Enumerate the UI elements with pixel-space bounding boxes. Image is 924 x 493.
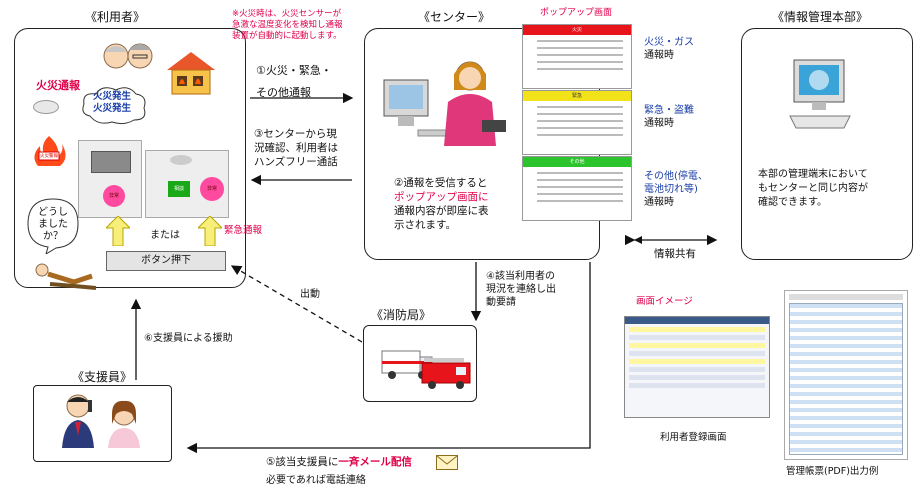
cloud-line-2: 火災発生 (93, 103, 132, 114)
arrow-dispatch (230, 265, 363, 343)
info-share-label: 情報共有 (654, 248, 696, 260)
smoke-sensor-icon (33, 100, 59, 114)
house-icon (163, 48, 219, 96)
registration-screen-label: 利用者登録画面 (660, 432, 727, 443)
emergency-report-label: 緊急通報 (224, 225, 263, 236)
cloud-line-1: 火災発生 (93, 91, 132, 102)
supporter-male-icon (60, 392, 100, 452)
fire-alert-cloud: 火災発生 火災発生 (78, 84, 150, 126)
arrow-step5 (186, 262, 591, 454)
registration-screen-thumb (624, 316, 770, 418)
dispatch-label: 出動 (300, 289, 320, 300)
user-title: 《利用者》 (85, 10, 146, 24)
fire-truck-icon (420, 355, 472, 395)
mail-icon (436, 455, 458, 470)
press-arrow-2 (196, 215, 224, 250)
pdf-report-thumb (784, 290, 908, 460)
pdf-report-label: 管理帳票(PDF)出力例 (786, 466, 879, 477)
hq-description: 本部の管理端末において もセンターと同じ内容が 確認できます。 (758, 169, 868, 208)
fire-report-label: 火災通報 (36, 79, 80, 92)
press-arrow-1 (104, 215, 132, 250)
center-title: 《センター》 (418, 10, 491, 24)
popup-fire: 火災 (522, 24, 632, 89)
emergency-button-2[interactable]: 非常 (200, 177, 224, 201)
center-description: ②通報を受信すると ポップアップ画面に 通報内容が即座に表 示されます。 (394, 177, 489, 231)
step5-label: ⑤該当支援員に一斉メール配信 (266, 456, 412, 468)
alarm-device-1: 非常 (78, 140, 142, 218)
or-label: または (150, 230, 180, 241)
elderly-couple-icon (100, 38, 158, 74)
fire-alarm-icon: 火災警報 (32, 134, 66, 168)
popup-emergency: 緊急 (522, 90, 632, 155)
alarm-device-2: 相談 非常 (145, 150, 229, 218)
supporter-title: 《支援員》 (72, 370, 133, 384)
step3-label: ③センターから現 況確認、利用者は ハンズフリー通話 (254, 128, 338, 168)
speech-bubble: どうし ました か？ (24, 196, 82, 254)
popup-type-fire: 火災・ガス 通報時 (644, 37, 694, 61)
popup-type-emergency: 緊急・盗難 通報時 (644, 105, 694, 129)
step5-line2: 必要であれば電話連絡 (266, 475, 366, 486)
fire-sensor-label: 火災警報 (40, 154, 58, 159)
popup-title: ポップアップ画面 (540, 8, 613, 18)
button-press-box: ボタン押下 (106, 251, 226, 271)
popup-other: その他 (522, 156, 632, 221)
hq-title: 《情報管理本部》 (772, 10, 869, 24)
emergency-button-1[interactable]: 非常 (103, 185, 125, 207)
image-label: 画面イメージ (636, 296, 693, 307)
fire-dept-title: 《消防局》 (371, 308, 432, 322)
step4-label: ④該当利用者の 現況を連絡し出 動要請 (486, 271, 556, 308)
fire-note: ※火災時は、火災センサーが 急激な温度変化を検知し通報 装置が自動的に起動します… (232, 9, 343, 41)
step1-label: ①火災・緊急・ その他通報 (256, 64, 332, 99)
supporter-female-icon (104, 398, 144, 452)
supporter-box (33, 385, 172, 462)
hq-computer-icon (780, 56, 860, 136)
operator-illustration (378, 50, 518, 146)
fallen-person-icon (30, 262, 100, 292)
consult-button[interactable]: 相談 (168, 181, 190, 197)
popup-type-other: その他(停電、 電池切れ等) 通報時 (644, 171, 708, 208)
step6-label: ⑥支援員による援助 (144, 333, 233, 344)
